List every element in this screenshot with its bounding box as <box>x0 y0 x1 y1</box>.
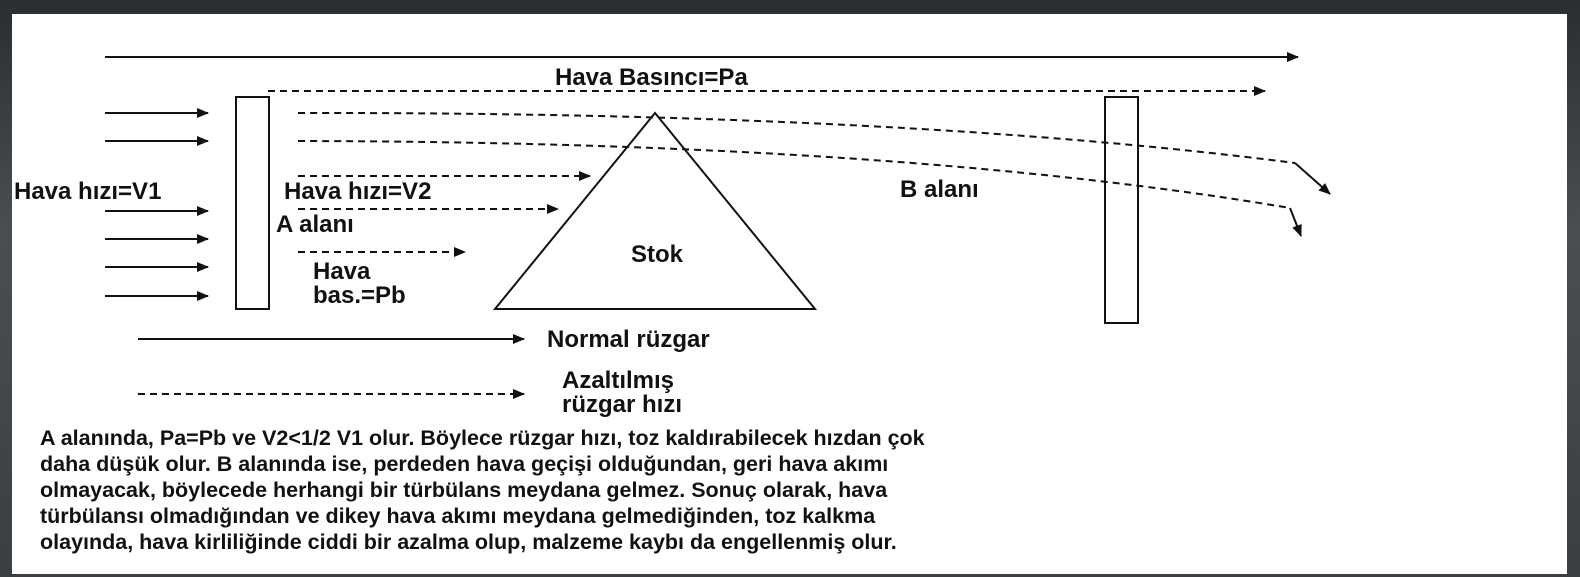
label-air-speed-v2: Hava hızı=V2 <box>284 178 431 205</box>
label-area-b: B alanı <box>900 176 979 203</box>
caption-line-2: daha düşük olur. B alanında ise, perdede… <box>40 452 889 476</box>
left-wind-fence <box>235 96 270 310</box>
legend-reduced-wind-label-line2: rüzgar hızı <box>562 391 682 418</box>
caption-line-1: A alanında, Pa=Pb ve V2<1/2 V1 olur. Böy… <box>40 426 925 450</box>
label-air-pressure-pb-line2: bas.=Pb <box>313 282 406 309</box>
curved-flow-lower <box>297 140 1291 209</box>
curved-flow-upper <box>297 111 1296 164</box>
label-air-speed-v1: Hava hızı=V1 <box>14 178 161 205</box>
label-area-a: A alanı <box>276 211 354 238</box>
incoming-wind-arrows <box>105 108 209 301</box>
label-air-pressure-pb-line1: Hava <box>313 258 371 285</box>
caption-line-4: türbülansı olmadığından ve dikey hava ak… <box>40 504 876 528</box>
caption-line-5: olayında, hava kirliliğinde ciddi bir az… <box>40 530 897 554</box>
legend-normal-wind-label: Normal rüzgar <box>547 326 710 353</box>
stock-pile-triangle <box>492 111 818 310</box>
right-wind-fence <box>1104 96 1139 324</box>
legend-reduced-wind-label-line1: Azaltılmış <box>562 367 674 394</box>
label-stock: Stok <box>631 241 684 268</box>
explanation-caption: A alanında, Pa=Pb ve V2<1/2 V1 olur. Böy… <box>40 425 1540 555</box>
caption-line-3: olmayacak, böylecede herhangi bir türbül… <box>40 478 888 502</box>
area-a-dashed-arrows <box>298 171 591 257</box>
label-air-pressure-pa: Hava Basıncı=Pa <box>555 64 748 91</box>
